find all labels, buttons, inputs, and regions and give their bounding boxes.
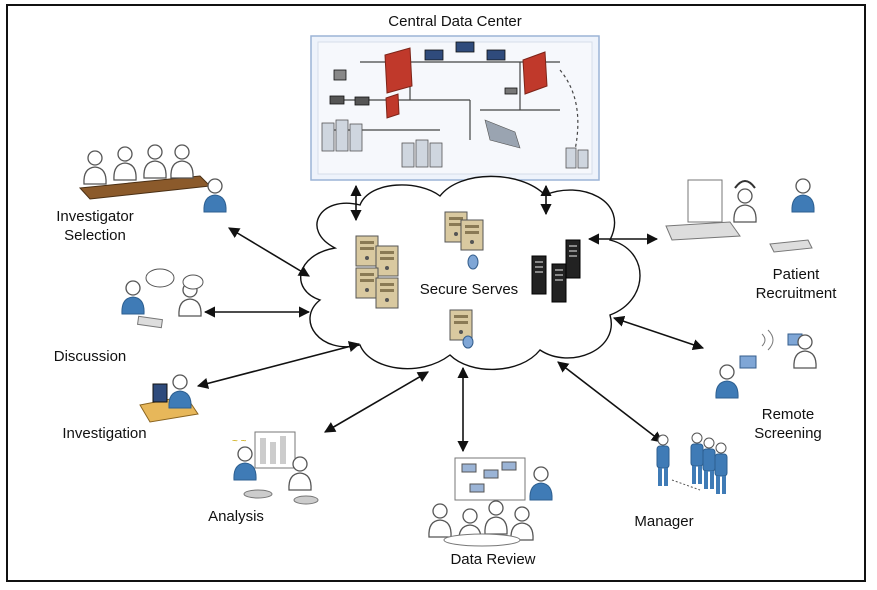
svg-text:~ ~: ~ ~ xyxy=(232,436,247,447)
patient-recruitment-figure xyxy=(665,178,815,253)
monitor-icon xyxy=(687,179,723,223)
monitor-icon xyxy=(152,383,168,403)
investigator-selection-line-1: Investigator xyxy=(56,208,134,225)
monitor-icon xyxy=(329,41,518,106)
secure-servers-label: Secure Serves xyxy=(419,281,519,298)
remote-screening-line-1: Remote xyxy=(761,406,815,423)
patient-recruitment-label: Patient Recruitment xyxy=(736,265,856,303)
patient-recruitment-line-2: Recruitment xyxy=(755,285,837,302)
connection-arrows xyxy=(196,184,705,453)
remote-screening-figure xyxy=(715,329,817,399)
data-review-figure xyxy=(428,457,553,547)
diagram-frame xyxy=(6,4,866,582)
discussion-label: Discussion xyxy=(53,348,127,365)
central-data-center-panel xyxy=(310,35,600,181)
central-data-center-title: Central Data Center xyxy=(388,13,522,30)
monitor-icon xyxy=(739,355,757,369)
speech-bubble-icon xyxy=(145,268,175,288)
manager-figure xyxy=(656,432,728,495)
investigator-selection-label: Investigator Selection xyxy=(30,207,160,245)
investigation-label: Investigation xyxy=(62,425,147,442)
analysis-label: Analysis xyxy=(208,508,264,525)
manager-label: Manager xyxy=(634,513,694,530)
headset-icon xyxy=(734,180,756,189)
analysis-figure: ~ ~ xyxy=(232,431,319,505)
speech-bubble-icon xyxy=(182,274,204,290)
investigation-figure xyxy=(139,374,199,423)
investigator-selection-figure xyxy=(78,144,227,213)
firewall-icon xyxy=(384,47,548,119)
discussion-figure xyxy=(121,268,204,329)
remote-screening-label: Remote Screening xyxy=(726,405,850,443)
server-icon xyxy=(355,211,484,349)
remote-screening-line-2: Screening xyxy=(754,425,822,442)
patient-recruitment-line-1: Patient xyxy=(772,266,820,283)
investigator-selection-line-2: Selection xyxy=(64,227,126,244)
data-review-label: Data Review xyxy=(450,551,536,568)
